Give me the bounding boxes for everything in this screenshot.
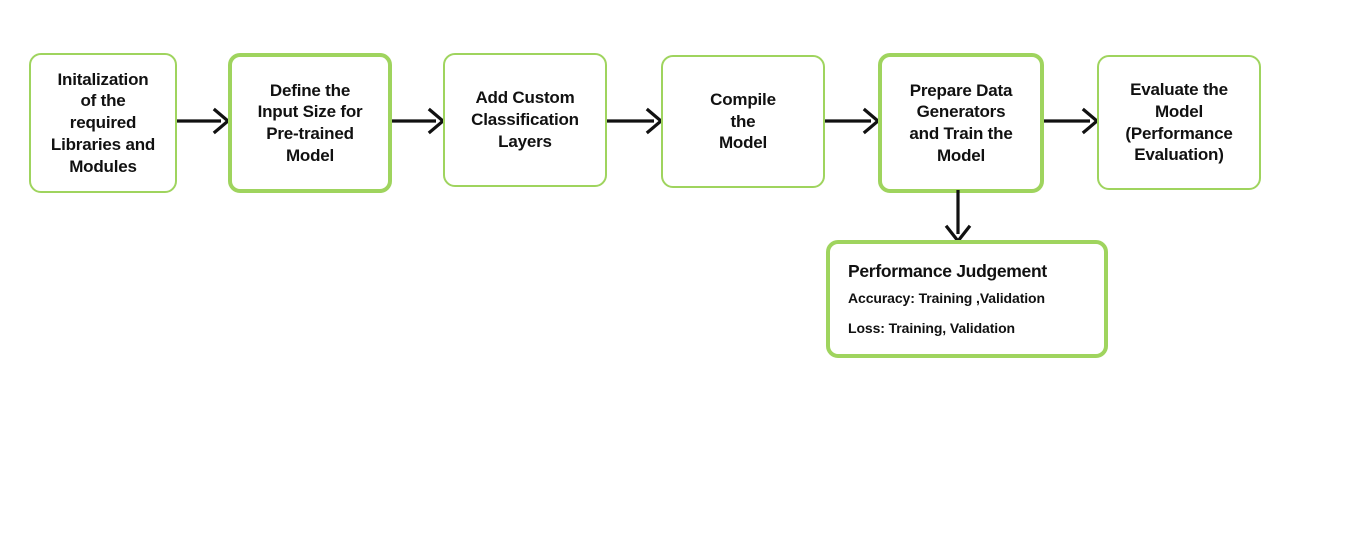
flow-node-compile-label: Compile the Model <box>710 89 776 153</box>
arrow-right-icon-train-to-evaluate <box>1044 105 1100 137</box>
flow-node-initialization-label: Initalization of the required Libraries … <box>50 69 156 176</box>
performance-judgement-loss-line: Loss: Training, Validation <box>848 320 1015 337</box>
flow-node-compile[interactable]: Compile the Model <box>661 55 825 188</box>
flow-node-input-size[interactable]: Define the Input Size for Pre-trained Mo… <box>228 53 392 193</box>
flow-node-custom-layers[interactable]: Add Custom Classification Layers <box>443 53 607 187</box>
flow-node-evaluate[interactable]: Evaluate the Model (Performance Evaluati… <box>1097 55 1261 190</box>
flow-node-custom-layers-label: Add Custom Classification Layers <box>471 88 579 151</box>
arrow-right-icon-input-size-to-custom-layers <box>392 105 446 137</box>
flow-node-input-size-label: Define the Input Size for Pre-trained Mo… <box>257 80 363 165</box>
flow-node-evaluate-label: Evaluate the Model (Performance Evaluati… <box>1125 80 1233 165</box>
performance-judgement-title: Performance Judgement <box>848 261 1047 281</box>
arrow-right-icon-compile-to-train <box>825 105 881 137</box>
flow-node-train-label: Prepare Data Generators and Train the Mo… <box>909 80 1013 165</box>
arrow-right-icon-custom-layers-to-compile <box>607 105 664 137</box>
performance-judgement-accuracy-line: Accuracy: Training ,Validation <box>848 290 1045 307</box>
flow-node-initialization[interactable]: Initalization of the required Libraries … <box>29 53 177 193</box>
flow-node-train[interactable]: Prepare Data Generators and Train the Mo… <box>878 53 1044 193</box>
arrow-down-icon-train-to-judgement <box>942 190 974 244</box>
flow-node-performance-judgement[interactable]: Performance Judgement Accuracy: Training… <box>826 240 1108 358</box>
arrow-right-icon-init-to-input-size <box>177 105 231 137</box>
